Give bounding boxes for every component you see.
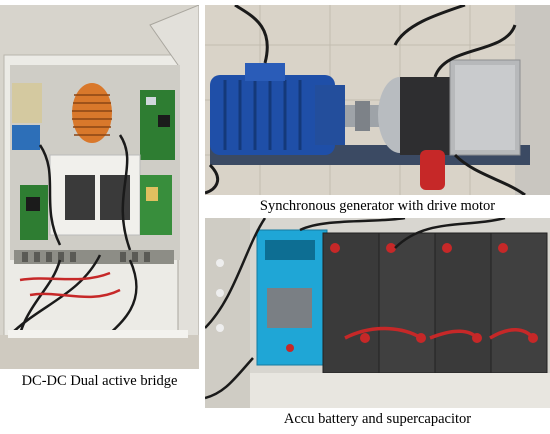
caption-dc-dc-dual-active-bridge: DC-DC Dual active bridge bbox=[21, 373, 178, 389]
caption-accu-battery-supercapacitor: Accu battery and supercapacitor bbox=[283, 411, 472, 427]
battery-illustration bbox=[205, 218, 550, 408]
photo-accu-battery-supercapacitor bbox=[205, 218, 550, 408]
photo-synchronous-generator bbox=[205, 5, 550, 195]
generator-illustration bbox=[205, 5, 550, 195]
caption-synchronous-generator: Synchronous generator with drive motor bbox=[259, 198, 496, 214]
dual-active-bridge-illustration bbox=[0, 5, 199, 369]
photo-dc-dc-dual-active-bridge bbox=[0, 5, 199, 369]
